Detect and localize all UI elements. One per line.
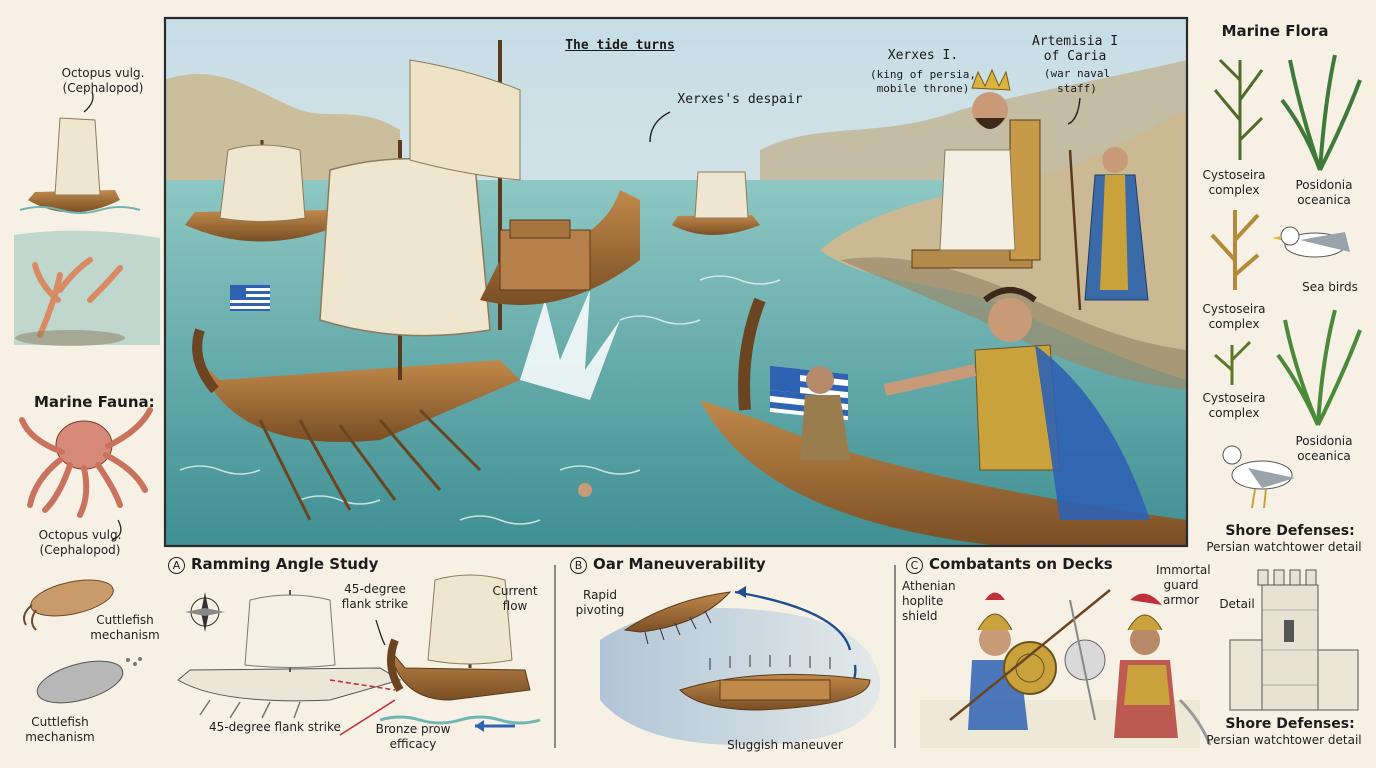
cystoseira-illustration-1 bbox=[1213, 58, 1264, 160]
main-battle-scene bbox=[163, 16, 1189, 548]
shore-defenses-heading-1: Shore Defenses: bbox=[1225, 523, 1355, 539]
posidonia-label-2: Posidonia oceanica bbox=[1295, 434, 1353, 463]
cystoseira-label-3: Cystoseira complex bbox=[1202, 391, 1266, 420]
watchtower-label-2: Persian watchtower detail bbox=[1206, 733, 1362, 747]
current-flow-label: Current flow bbox=[492, 584, 538, 613]
right-column-art bbox=[1210, 54, 1362, 711]
panel-b-art bbox=[600, 586, 881, 746]
octopus-label-bottom: Octopus vulg. (Cephalopod) bbox=[38, 528, 122, 557]
immortal-figure bbox=[1064, 593, 1212, 746]
flank-strike-label-top: 45-degree flank strike bbox=[341, 582, 409, 611]
swimmer bbox=[578, 483, 592, 497]
cuttlefish-illustration-2 bbox=[36, 657, 142, 704]
panel-a-marker: A bbox=[168, 557, 185, 574]
cystoseira-illustration-2 bbox=[1210, 210, 1260, 290]
greek-trireme bbox=[192, 40, 521, 521]
detail-label: Detail bbox=[1219, 597, 1255, 611]
artemisia-name-label: Artemisia I of Caria bbox=[1031, 34, 1119, 64]
octopus-illustration bbox=[19, 407, 153, 518]
flank-strike-label-bottom: 45-degree flank strike bbox=[209, 720, 341, 734]
xerxes-name-label: Xerxes I. bbox=[887, 48, 959, 63]
posidonia-illustration-2 bbox=[1276, 309, 1362, 426]
bronze-prow-label: Bronze prow efficacy bbox=[375, 722, 451, 751]
panel-c-title: C Combatants on Decks bbox=[906, 555, 1146, 574]
rapid-pivoting-label: Rapid pivoting bbox=[575, 588, 625, 617]
scene-title: The tide turns bbox=[565, 38, 675, 53]
artemisia-detail-label: (war naval staff) bbox=[1043, 67, 1111, 95]
foreground-greek-ship bbox=[700, 287, 1187, 546]
panel-c-marker: C bbox=[906, 557, 923, 574]
cystoseira-label-1: Cystoseira complex bbox=[1202, 168, 1266, 197]
xerxes-detail-label: (king of persia, mobile throne) bbox=[870, 68, 976, 95]
sea-birds-label: Sea birds bbox=[1302, 280, 1358, 294]
cuttlefish-label-1: Cuttlefish mechanism bbox=[90, 613, 160, 642]
cuttlefish-label-2: Cuttlefish mechanism bbox=[25, 715, 95, 744]
sluggish-maneuver-label: Sluggish maneuver bbox=[727, 738, 843, 752]
distant-ship-right bbox=[672, 171, 760, 235]
cystoseira-label-2: Cystoseira complex bbox=[1202, 302, 1266, 331]
compass-rose-icon bbox=[185, 592, 225, 632]
panel-a-title-text: Ramming Angle Study bbox=[191, 555, 379, 573]
hoplite-figure bbox=[949, 589, 1111, 730]
posidonia-illustration-1 bbox=[1280, 54, 1362, 171]
watchtower-label-1: Persian watchtower detail bbox=[1206, 540, 1362, 554]
fast-trireme-topdown bbox=[623, 591, 732, 645]
immortal-armor-label: Immortal guard armor bbox=[1156, 563, 1211, 607]
artemisia-figure bbox=[1068, 147, 1149, 311]
panel-a-art bbox=[177, 574, 541, 736]
watchtower-illustration bbox=[1229, 569, 1359, 711]
athenian-shield-label: Athenian hoplite shield bbox=[902, 579, 956, 623]
distant-trireme bbox=[185, 140, 340, 242]
cystoseira-illustration-3 bbox=[1214, 340, 1252, 385]
octopus-label-top: Octopus vulg. (Cephalopod) bbox=[61, 66, 145, 95]
panel-b-marker: B bbox=[570, 557, 587, 574]
marine-fauna-heading: Marine Fauna: bbox=[34, 393, 155, 411]
panel-a-title: A Ramming Angle Study bbox=[168, 555, 418, 574]
persian-ship bbox=[480, 190, 640, 305]
seabird-illustration-2 bbox=[1222, 445, 1295, 509]
panel-b-title-text: Oar Maneuverability bbox=[593, 555, 766, 573]
posidonia-label-1: Posidonia oceanica bbox=[1295, 178, 1353, 207]
marine-flora-heading: Marine Flora bbox=[1221, 22, 1329, 40]
seabird-illustration-1 bbox=[1272, 226, 1350, 258]
xerxes-throne bbox=[911, 68, 1041, 269]
shore-defenses-heading-2: Shore Defenses: bbox=[1225, 716, 1355, 732]
slow-ship-topdown bbox=[679, 655, 871, 711]
panel-c-title-text: Combatants on Decks bbox=[929, 555, 1113, 573]
greek-flag-left bbox=[230, 285, 270, 311]
left-column-art bbox=[14, 91, 160, 704]
panel-c-art bbox=[920, 589, 1212, 748]
cuttlefish-illustration-1 bbox=[23, 579, 114, 631]
xerxes-despair-label: Xerxes's despair bbox=[677, 92, 803, 107]
panel-b-title: B Oar Maneuverability bbox=[570, 555, 810, 574]
